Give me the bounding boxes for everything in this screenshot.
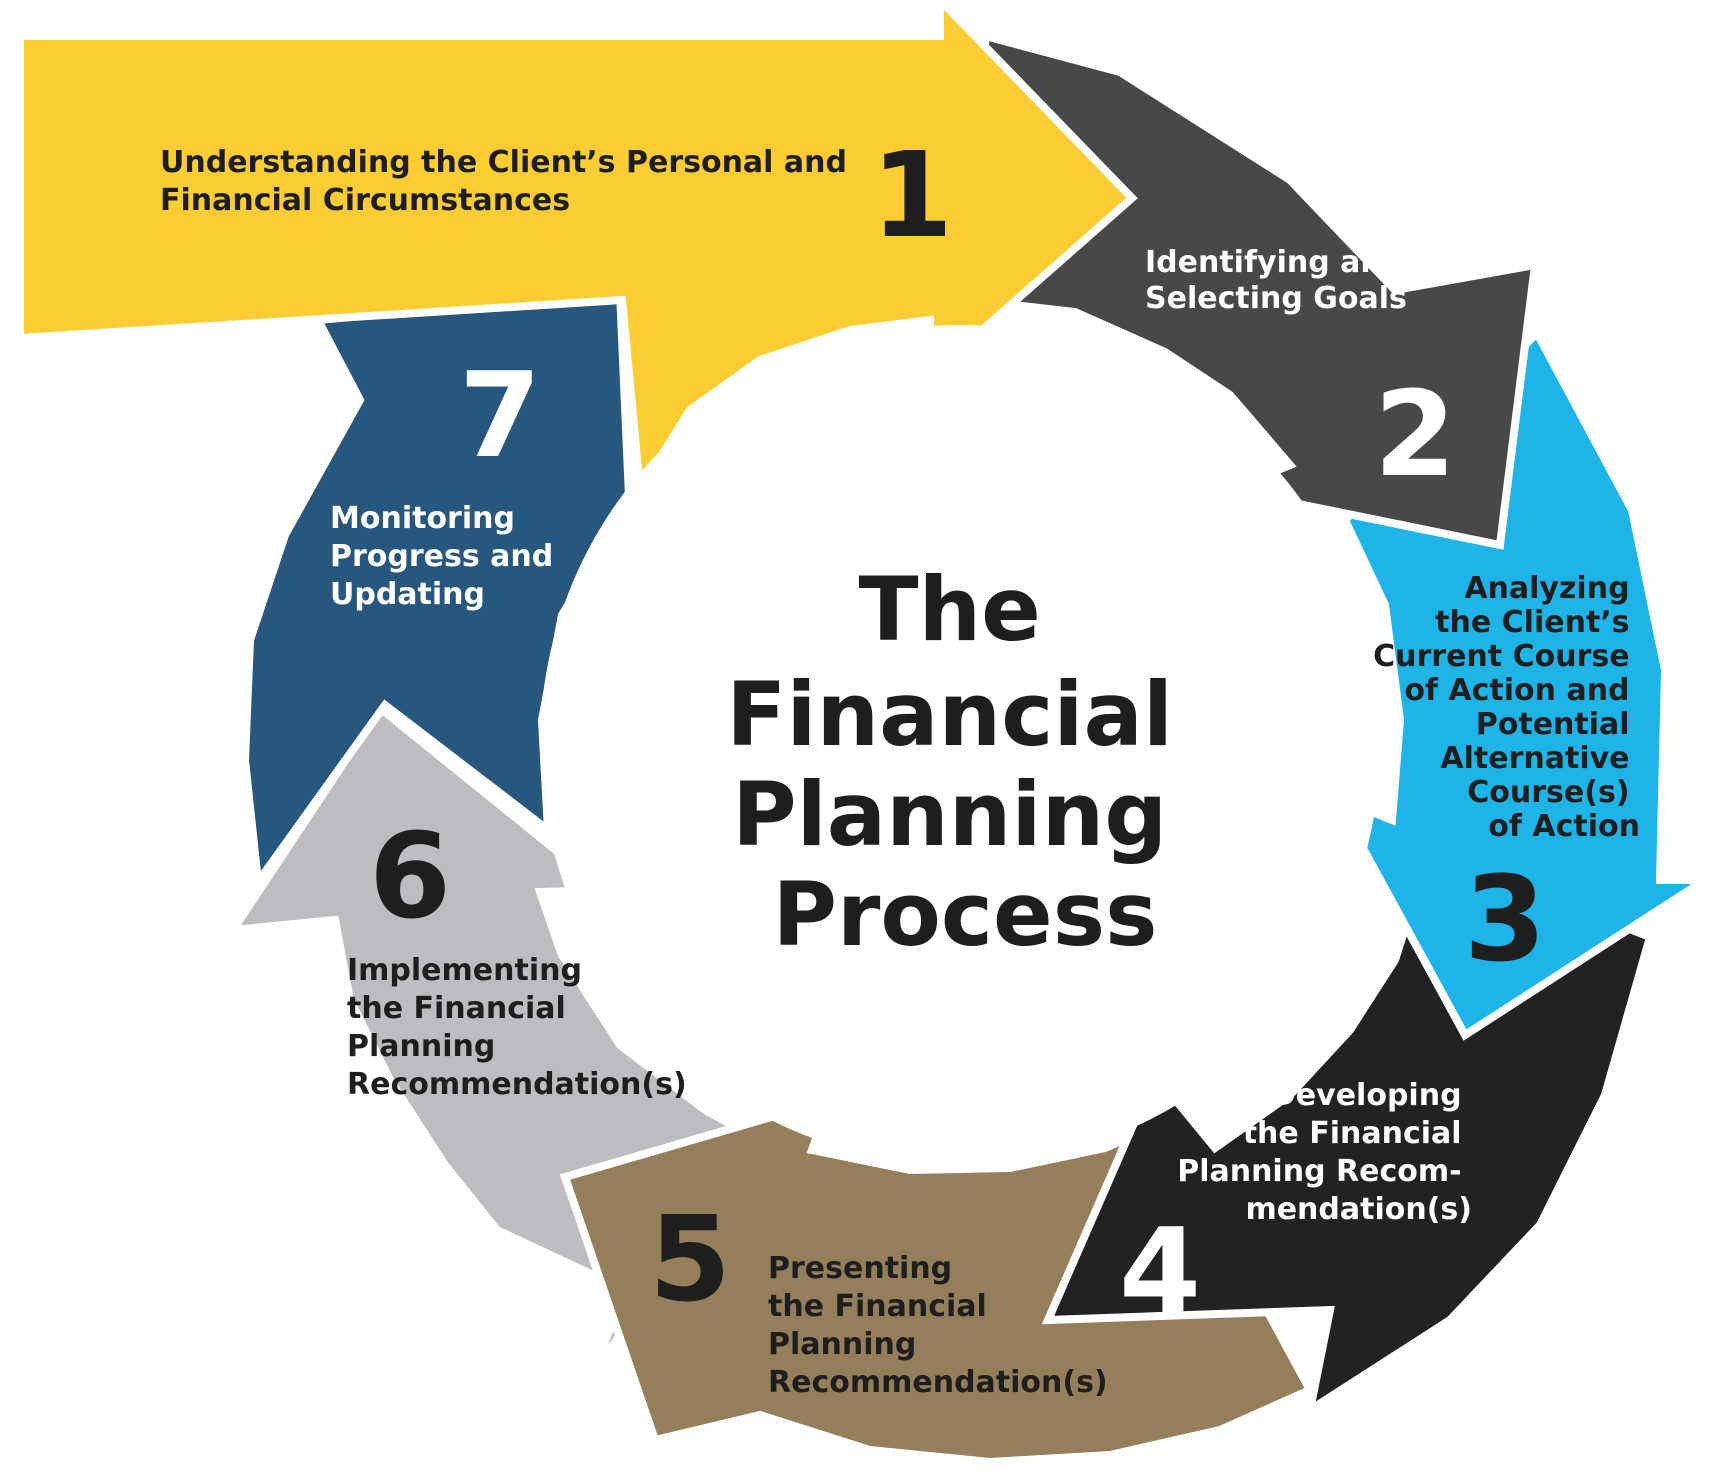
- center-title: The Financial Planning Process: [726, 558, 1203, 966]
- step-5-number: 5: [649, 1190, 731, 1328]
- step-6-label: Implementing the Financial Planning Reco…: [347, 953, 687, 1102]
- center-title-line-4: Process: [773, 863, 1158, 966]
- center-title-line-2: Financial: [726, 663, 1173, 766]
- step-7-label: Monitoring Progress and Updating: [330, 501, 564, 612]
- step-6-number: 6: [369, 807, 451, 945]
- step-3-number: 3: [1464, 850, 1546, 988]
- step-4-label: Developing the Financial Planning Recom-…: [1177, 1078, 1472, 1227]
- step-2-number: 2: [1374, 365, 1456, 503]
- step-5-label: Presenting the Financial Planning Recomm…: [768, 1251, 1108, 1400]
- center-title-line-3: Planning: [732, 763, 1167, 866]
- step-2-label: Identifying and Selecting Goals: [1145, 245, 1414, 316]
- step-4-number: 4: [1119, 1202, 1201, 1340]
- center-title-line-1: The: [859, 558, 1041, 661]
- step-1-arrow: [16, 0, 1138, 503]
- step-7-number: 7: [459, 346, 541, 484]
- step-1-number: 1: [871, 126, 953, 264]
- center-disc: [540, 325, 1380, 1165]
- step-1-label: Understanding the Client’s Personal and …: [160, 145, 857, 218]
- step-3-label: Analyzing the Client’s Current Course of…: [1373, 571, 1640, 844]
